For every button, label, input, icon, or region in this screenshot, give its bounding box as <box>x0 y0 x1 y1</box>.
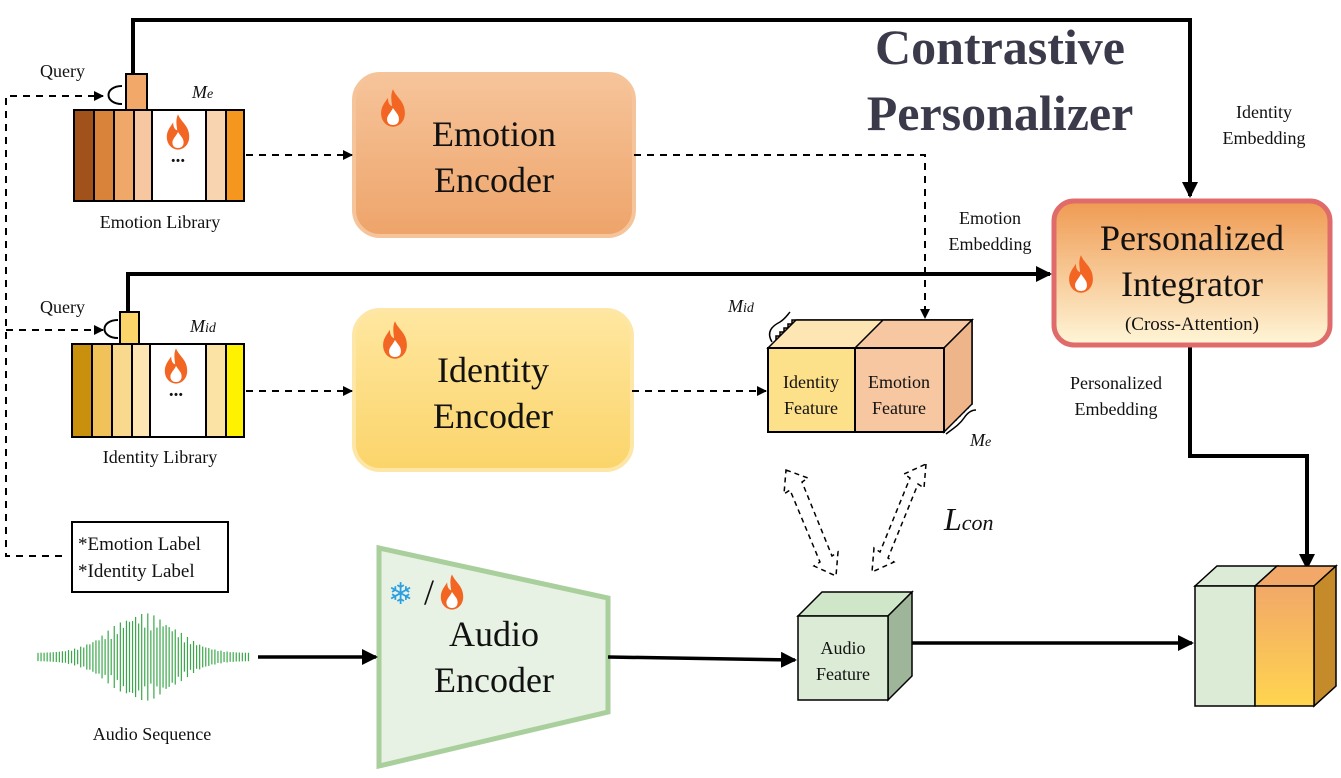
emotion-query-hook-icon <box>107 85 123 105</box>
emotion-library-label: Emotion Library <box>100 212 220 232</box>
identity-query-label: Query <box>40 297 85 317</box>
identity-label-text: *Identity Label <box>78 561 195 582</box>
audio-feature-line2: Feature <box>816 664 870 684</box>
labels-box <box>71 521 229 593</box>
loss-label: Lcon <box>943 501 994 537</box>
identity-embedding-label-1: Identity <box>1236 102 1292 122</box>
output-block <box>1193 564 1338 708</box>
emotion-encoder-line1: Emotion <box>432 114 556 154</box>
me-brace <box>945 409 977 435</box>
identity-query-hook-icon <box>103 319 119 339</box>
emotion-embedding-label-2: Embedding <box>949 234 1032 254</box>
emotion-label-text: *Emotion Label <box>78 534 201 555</box>
emotion-feature-line1: Emotion <box>868 372 930 392</box>
integrator-line3: (Cross-Attention) <box>1125 314 1259 335</box>
personalized-embedding-arrow <box>1188 346 1315 570</box>
identity-encoder-line2: Encoder <box>433 396 553 436</box>
integrator-line1: Personalized <box>1100 218 1284 258</box>
integrator-line2: Integrator <box>1121 264 1263 304</box>
audio-encoder-line2: Encoder <box>434 660 554 700</box>
emotion-feature-cell <box>854 347 945 433</box>
emotion-memory-label: Me <box>191 82 213 102</box>
label-feedback-line <box>5 91 104 557</box>
identity-embedding-arrow <box>131 18 1198 198</box>
contrastive-arrow-right <box>871 462 927 574</box>
identity-library-block <box>71 343 245 438</box>
waveform-icon <box>37 613 250 701</box>
personalized-embedding-label-2: Embedding <box>1075 399 1158 419</box>
audio-feature-cube <box>796 590 914 702</box>
emotion-query-token <box>125 73 148 111</box>
audio-encoder-line1: Audio <box>449 614 539 654</box>
emotion-library-dots: ... <box>171 146 185 167</box>
title-line-1: Contrastive <box>875 19 1125 75</box>
emotion-encoder-line2: Encoder <box>434 160 554 200</box>
identity-embedding-label-2: Embedding <box>1223 128 1306 148</box>
mid-brace <box>768 311 791 343</box>
emotion-feature-line2: Feature <box>872 398 926 418</box>
emotion-query-label: Query <box>40 61 85 81</box>
audio-feature-line1: Audio <box>821 638 866 658</box>
encoder-to-audio-feature-arrow <box>607 651 797 668</box>
title-line-2: Personalizer <box>867 85 1134 141</box>
audio-sequence-label: Audio Sequence <box>93 724 211 744</box>
identity-library-dots: ... <box>169 380 183 401</box>
identity-feature-line1: Identity <box>783 372 839 392</box>
emotion-library-to-integrator-arrow <box>126 266 1052 312</box>
contrastive-arrow-left <box>783 468 839 578</box>
identity-query-token <box>119 311 140 345</box>
audio-encoder-box <box>376 544 611 770</box>
identity-feature-cell <box>767 347 856 433</box>
feature-me-label: Me <box>969 430 991 450</box>
feature-mid-label: Mid <box>727 296 755 316</box>
emotion-library-block <box>73 109 245 202</box>
integrator-box <box>1051 198 1333 348</box>
identity-memory-label: Mid <box>189 316 217 336</box>
emotion-embedding-arrow <box>634 154 930 319</box>
identity-feature-line2: Feature <box>784 398 838 418</box>
audio-encoder-mode-slash: / <box>424 572 434 612</box>
snowflake-icon: ❄ <box>388 577 413 612</box>
personalized-embedding-label-1: Personalized <box>1070 373 1162 393</box>
identity-library-label: Identity Library <box>103 447 217 467</box>
emotion-embedding-label-1: Emotion <box>959 208 1021 228</box>
identity-encoder-line1: Identity <box>437 350 549 390</box>
